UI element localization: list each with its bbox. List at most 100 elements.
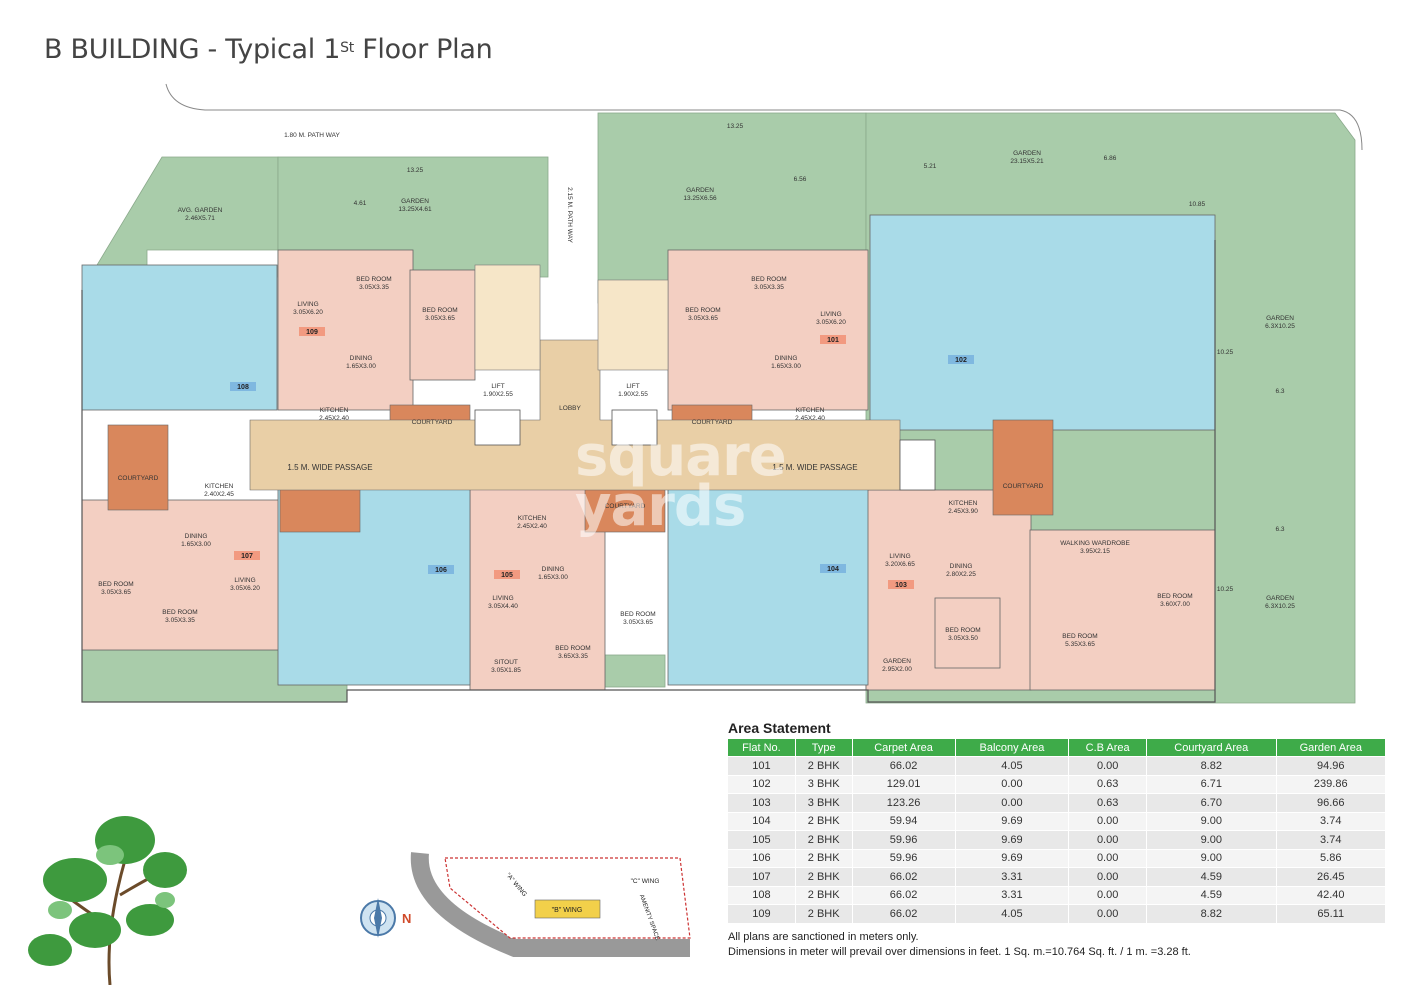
note-line: All plans are sanctioned in meters only.	[728, 931, 919, 943]
floor-plan: 1.80 M. PATH WAY 2.15 M. PATH WAY 1.5 M.…	[81, 83, 1363, 704]
tree-illustration	[28, 816, 187, 985]
flat-number: 105	[501, 572, 513, 579]
dimension: 6.56	[794, 176, 807, 183]
room-label: BED ROOM	[162, 609, 197, 616]
garden-size: 6.3X10.25	[1265, 603, 1295, 610]
table-cell: 0.00	[955, 793, 1070, 812]
garden-label: AVG. GARDEN	[178, 207, 223, 214]
dimension: 6.3	[1275, 526, 1284, 533]
table-cell: 104	[728, 811, 796, 831]
column-header: Type	[795, 739, 853, 757]
table-cell: 59.96	[852, 848, 956, 868]
table-cell: 66.02	[852, 756, 956, 775]
room-size: 2.40X2.45	[204, 491, 234, 498]
room-label: BED ROOM	[945, 627, 980, 634]
table-cell: 3.31	[955, 885, 1070, 905]
room-label: BED ROOM	[1157, 593, 1192, 600]
room-size: 3.05X3.65	[101, 589, 131, 596]
c-wing-label: "C" WING	[631, 878, 660, 885]
room-label: KITCHEN	[518, 515, 547, 522]
dimension: 6.3	[1275, 388, 1284, 395]
compass-icon	[360, 898, 396, 938]
column-header: Flat No.	[728, 739, 796, 757]
room-size: 3.20X6.65	[885, 561, 915, 568]
table-cell: 66.02	[852, 867, 956, 886]
table-cell: 6.71	[1146, 774, 1277, 794]
table-cell: 0.00	[1068, 756, 1148, 775]
room-label: DINING	[950, 563, 973, 570]
table-cell: 3.31	[955, 867, 1070, 886]
garden-label: GARDEN	[401, 198, 429, 205]
room-label: BED ROOM	[98, 581, 133, 588]
room-size: 2.45X2.40	[517, 523, 547, 530]
table-cell: 0.00	[1068, 830, 1148, 849]
table-cell: 107	[728, 867, 796, 886]
table-cell: 3.74	[1276, 811, 1387, 831]
room-size: 2.45X3.90	[948, 508, 978, 515]
table-cell: 102	[728, 774, 796, 794]
table-cell: 2 BHK	[795, 830, 853, 849]
lifts	[474, 409, 936, 491]
room-size: 3.05X1.85	[491, 667, 521, 674]
table-cell: 2 BHK	[795, 867, 853, 886]
table-cell: 0.63	[1068, 793, 1148, 812]
table-cell: 0.00	[1068, 867, 1148, 886]
room-size: 3.05X3.35	[165, 617, 195, 624]
room-size: 3.05X3.50	[948, 635, 978, 642]
room-size: 1.65X3.00	[346, 363, 376, 370]
room-size: 2.45X2.40	[795, 415, 825, 422]
room-label: LIVING	[297, 301, 318, 308]
courtyard-label: COURTYARD	[1003, 483, 1044, 490]
table-cell: 9.00	[1146, 811, 1277, 831]
room-label: DINING	[350, 355, 373, 362]
table-cell: 3 BHK	[795, 793, 853, 812]
room-size: 1.65X3.00	[181, 541, 211, 548]
room-label: SITOUT	[494, 659, 518, 666]
room-label: LIVING	[234, 577, 255, 584]
room-label: LIVING	[889, 553, 910, 560]
garden-label: GARDEN	[686, 187, 714, 194]
garden-size: 13.25X4.61	[398, 206, 432, 213]
table-cell: 94.96	[1276, 756, 1387, 775]
passage-label-right: 1.5 M. WIDE PASSAGE	[772, 463, 857, 472]
table-cell: 2 BHK	[795, 904, 853, 923]
room-label: DINING	[542, 566, 565, 573]
flat-number: 109	[306, 329, 318, 336]
table-cell: 101	[728, 756, 796, 775]
table-cell: 108	[728, 885, 796, 905]
table-cell: 0.00	[1068, 904, 1148, 923]
lift-size-1: 1.90X2.55	[483, 391, 513, 398]
table-cell: 2 BHK	[795, 756, 853, 775]
table-cell: 105	[728, 830, 796, 849]
table-cell: 129.01	[852, 774, 956, 794]
table-cell: 4.05	[955, 904, 1070, 923]
flat-tags: 101 102 103 104 105 106 107 108 109	[230, 327, 974, 589]
flat-number: 101	[827, 337, 839, 344]
table-cell: 106	[728, 848, 796, 868]
room-size: 3.65X3.35	[558, 653, 588, 660]
column-header: C.B Area	[1068, 739, 1148, 757]
table-cell: 9.69	[955, 848, 1070, 868]
table-cell: 0.00	[1068, 811, 1148, 831]
page-title: B BUILDING - Typical 1St Floor Plan	[44, 34, 493, 65]
room-label: DINING	[185, 533, 208, 540]
table-cell: 3.74	[1276, 830, 1387, 849]
room-size: 1.65X3.00	[538, 574, 568, 581]
courtyard-label: COURTYARD	[412, 419, 453, 426]
room-label: KITCHEN	[796, 407, 825, 414]
lift-label-2: LIFT	[626, 383, 639, 390]
table-cell: 6.70	[1146, 793, 1277, 812]
room-size: 2.95X2.00	[882, 666, 912, 673]
room-label: DINING	[775, 355, 798, 362]
room-blocks	[81, 249, 1216, 691]
room-size: 3.05X6.20	[816, 319, 846, 326]
room-size: 3.05X3.65	[425, 315, 455, 322]
column-header: Garden Area	[1276, 739, 1387, 757]
